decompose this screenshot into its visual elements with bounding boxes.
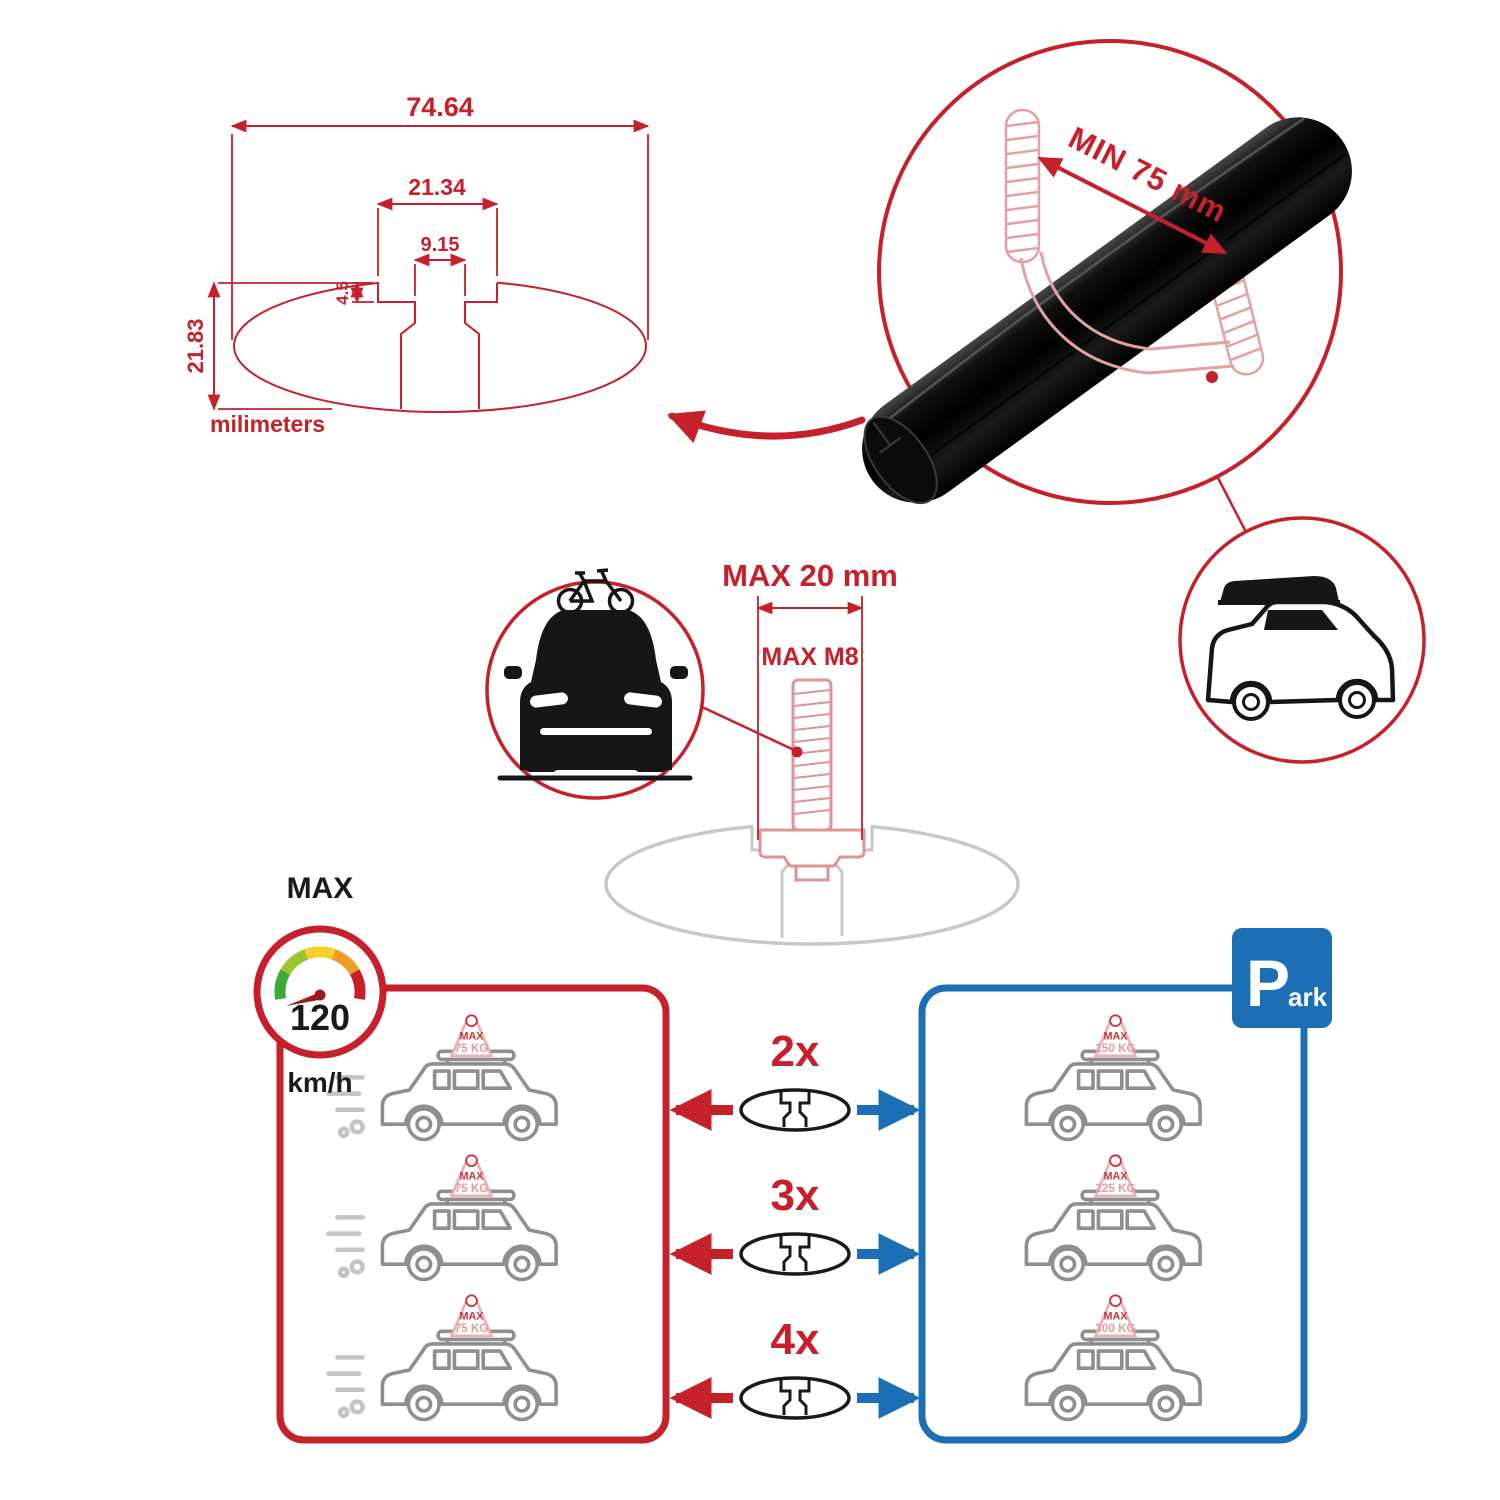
tag-weight: 75 KG — [455, 1042, 489, 1055]
t-slot-channel-outline — [377, 283, 498, 409]
bolt-connector-line — [699, 704, 795, 752]
dim-profile-height-label: 21.83 — [183, 318, 208, 373]
u-bolt-strap-icon — [1019, 251, 1235, 375]
speed-max-label: MAX — [287, 872, 354, 905]
bolt-fitting-diagram: MAX 20 mm MAX M8 — [604, 558, 1020, 946]
tag-title: MAX — [460, 1311, 485, 1323]
curved-pointer-arrow-icon — [667, 410, 866, 444]
brand-dot-icon — [1109, 1294, 1122, 1307]
speed-value: 120 — [290, 997, 350, 1038]
brand-dot-icon — [465, 1294, 478, 1307]
speedometer-icon: 120 — [253, 925, 387, 1059]
multiplier-row-1: 2x — [669, 1027, 921, 1132]
crossbar-photo — [862, 117, 1352, 505]
parking-sign-p: P — [1246, 946, 1290, 1020]
tag-title: MAX — [460, 1171, 485, 1183]
max-thread-label: MAX M8 — [761, 643, 858, 671]
brand-dot-icon — [1109, 1014, 1122, 1027]
tag-weight: 75 KG — [455, 1182, 489, 1195]
car-bike-circle — [485, 568, 705, 800]
driving-car-row-2: MAX 75 KG — [328, 1154, 558, 1282]
brand-dot-icon — [465, 1014, 478, 1027]
t-bolt-icon — [758, 678, 866, 882]
gauge-needle — [286, 991, 324, 1006]
tag-title: MAX — [460, 1031, 485, 1043]
tag-title: MAX — [1104, 1171, 1129, 1183]
car-front-icon — [497, 610, 693, 781]
multiplier-label: 3x — [771, 1171, 820, 1220]
speed-unit-label: km/h — [287, 1067, 352, 1098]
multiplier-label: 4x — [771, 1315, 820, 1364]
brand-dot-icon — [1109, 1154, 1122, 1167]
max-bolt-width-label: MAX 20 mm — [722, 558, 898, 593]
driving-car-row-3: MAX 75 KG — [328, 1294, 558, 1422]
parking-sign: P ark — [1232, 928, 1332, 1028]
tag-weight: 150 KG — [1095, 1042, 1135, 1055]
ghost-channel-outline — [750, 827, 874, 938]
multiplier-row-3: 4x — [669, 1315, 921, 1420]
profile-outline — [233, 279, 647, 413]
parking-car-row-1: MAX 150 KG — [1024, 1014, 1202, 1142]
suv-roofbox-circle — [1178, 516, 1426, 764]
multiplier-row-2: 3x — [669, 1171, 921, 1276]
crossbar-section-icon — [739, 1088, 851, 1132]
driving-car-row-1: MAX 75 KG — [328, 1014, 558, 1142]
tag-weight: 75 KG — [455, 1322, 489, 1335]
unit-label: milimeters — [210, 411, 325, 437]
tag-weight: 300 KG — [1095, 1322, 1135, 1335]
profile-dimension-drawing: 74.64 21.34 9.15 4.5 21.83 milimeters — [183, 92, 650, 437]
brand-dot-icon — [465, 1154, 478, 1167]
parking-car-row-2: MAX 225 KG — [1024, 1154, 1202, 1282]
dim-slot-width-label: 9.15 — [421, 234, 460, 256]
crossbar-detail-circle: MIN 75 mm — [862, 39, 1352, 505]
tag-weight: 225 KG — [1095, 1182, 1135, 1195]
multiplier-label: 2x — [771, 1027, 820, 1076]
tag-title: MAX — [1104, 1311, 1129, 1323]
parking-sign-ark: ark — [1288, 982, 1328, 1012]
crossbar-section-icon — [739, 1232, 851, 1276]
dim-lip-depth-label: 4.5 — [333, 281, 352, 305]
parking-car-row-3: MAX 300 KG — [1024, 1294, 1202, 1422]
tag-title: MAX — [1104, 1031, 1129, 1043]
dim-channel-width-label: 21.34 — [408, 174, 466, 200]
suv-with-roofbox-icon — [1205, 576, 1396, 721]
bolt-point-dot — [791, 746, 803, 758]
crossbar-section-icon — [739, 1376, 851, 1420]
clamp-point-dot — [1206, 371, 1218, 383]
dim-outer-width-label: 74.64 — [406, 92, 474, 122]
profile-channel-mask — [379, 271, 497, 284]
circle-connector-line — [1216, 477, 1249, 535]
